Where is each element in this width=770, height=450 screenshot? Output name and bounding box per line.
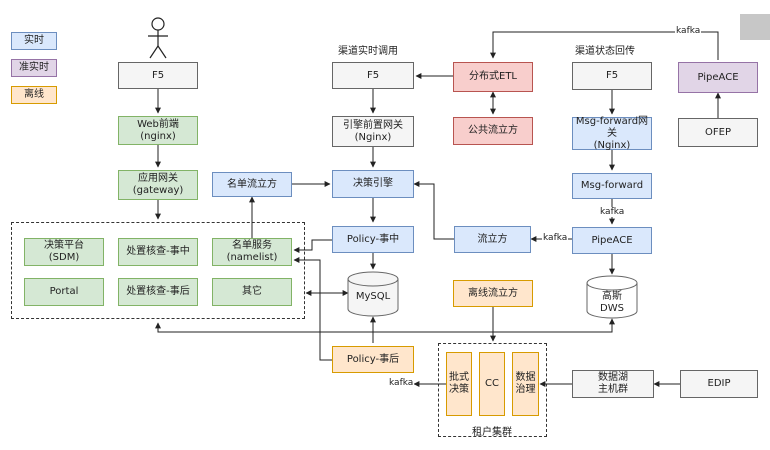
- node-decision-platform: 决策平台 (SDM): [24, 238, 104, 266]
- node-offline-cube: 离线流立方: [453, 280, 533, 307]
- node-pipeace-mid: PipeACE: [572, 227, 652, 254]
- title-channel-call: 渠道实时调用: [338, 46, 398, 57]
- node-pipeace-top: PipeACE: [678, 62, 758, 93]
- corner-square: [740, 14, 770, 40]
- node-namelist-cube: 名单流立方: [212, 172, 292, 197]
- node-cc: CC: [479, 352, 505, 416]
- node-f5-right: F5: [572, 62, 652, 90]
- node-msg-forward-gateway: Msg-forward网关 (Nginx): [572, 116, 652, 151]
- node-dws: 高斯 DWS: [600, 291, 624, 314]
- node-batch-decision: 批式 决策: [446, 352, 472, 416]
- node-distributed-etl: 分布式ETL: [453, 62, 533, 92]
- node-portal: Portal: [24, 278, 104, 306]
- node-policy-post: Policy-事后: [332, 346, 414, 373]
- node-others: 其它: [212, 278, 292, 306]
- legend-realtime: 实时: [11, 32, 57, 50]
- title-channel-status: 渠道状态回传: [575, 46, 635, 57]
- node-policy-mid: Policy-事中: [332, 226, 414, 253]
- node-web-frontend: Web前端 (nginx): [118, 116, 198, 145]
- node-namelist-service: 名单服务 (namelist): [212, 238, 292, 266]
- node-edip: EDIP: [680, 370, 758, 398]
- node-decision-engine: 决策引擎: [332, 170, 414, 198]
- node-app-gateway: 应用网关 (gateway): [118, 170, 198, 200]
- edge-label-kafka-bottom: kafka: [388, 378, 415, 388]
- node-f5-mid: F5: [332, 62, 414, 89]
- node-ofep: OFEP: [678, 118, 758, 147]
- edge-label-kafka-left: kafka: [542, 233, 569, 243]
- node-msg-forward: Msg-forward: [572, 173, 652, 199]
- node-f5-left: F5: [118, 62, 198, 89]
- node-handle-check-mid: 处置核查-事中: [118, 238, 198, 266]
- node-public-cube: 公共流立方: [453, 117, 533, 145]
- edge-label-kafka-top: kafka: [675, 26, 702, 36]
- title-tenant-cluster: 租户集群: [472, 427, 512, 438]
- legend-near-realtime: 准实时: [11, 59, 57, 77]
- edge-label-kafka-down: kafka: [599, 207, 626, 217]
- node-mysql: MySQL: [355, 291, 391, 302]
- node-handle-check-post: 处置核查-事后: [118, 278, 198, 306]
- node-datalake: 数据湖 主机群: [572, 370, 654, 398]
- node-stream-cube: 流立方: [454, 226, 531, 253]
- node-engine-gateway: 引擎前置网关 (Nginx): [332, 116, 414, 147]
- tenant-cluster-group: [438, 343, 547, 437]
- node-data-governance: 数据 治理: [512, 352, 539, 416]
- legend-offline: 离线: [11, 86, 57, 104]
